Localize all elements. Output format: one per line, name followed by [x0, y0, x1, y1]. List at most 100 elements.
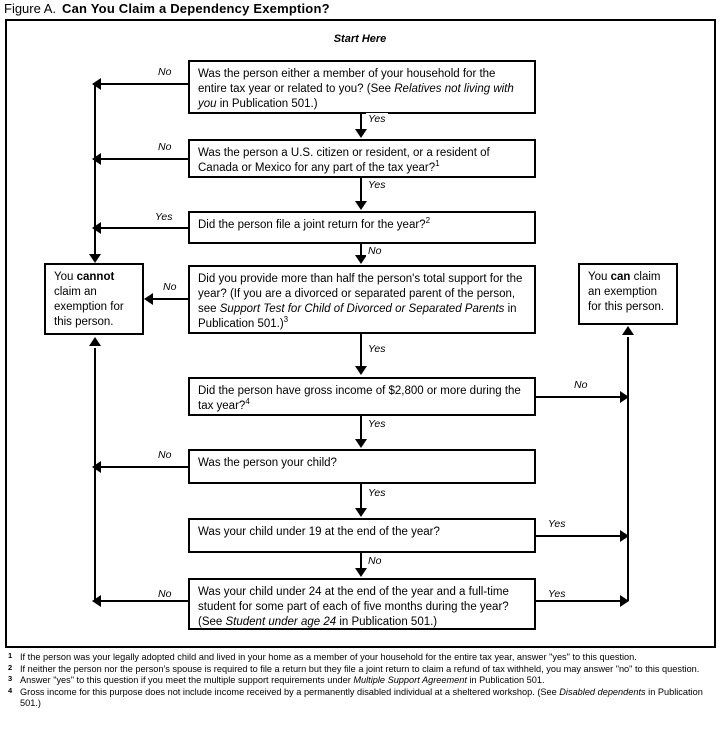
- footnote-2-text-part1: If neither the person nor the person's s…: [20, 663, 700, 674]
- edge-q6-yes-arrowhead: [355, 508, 367, 517]
- edge-q7-yes-line: [536, 535, 621, 537]
- figure-title-text: Can You Claim a Dependency Exemption?: [62, 1, 330, 16]
- decision-box-household-or-related[interactable]: Was the person either a member of your h…: [188, 60, 536, 114]
- q1-text-italic: Relatives not living with you: [198, 83, 514, 110]
- edge-label-q3-no: No: [366, 245, 384, 257]
- footnote-1-marker: 1: [8, 651, 13, 660]
- cannot-text-part1: You: [54, 271, 77, 283]
- edge-q1-no-line: [100, 83, 188, 85]
- figure-frame: [5, 19, 716, 648]
- footnote-4-text-part2: in Publication 501.): [20, 686, 703, 709]
- edge-label-q3-yes: Yes: [153, 211, 175, 223]
- edge-label-q1-yes: Yes: [366, 113, 388, 125]
- figure-title: Figure A.Can You Claim a Dependency Exem…: [4, 1, 330, 16]
- edge-q5-yes-arrowhead: [355, 439, 367, 448]
- decision-box-support-test[interactable]: Did you provide more than half the perso…: [188, 265, 536, 334]
- q7-text-part1: Was your child under 19 at the end of th…: [198, 526, 440, 538]
- q8-text-part1: Was your child under 24 at the end of th…: [198, 586, 509, 628]
- decision-box-child-under-24-student[interactable]: Was your child under 24 at the end of th…: [188, 578, 536, 630]
- left-trunk-upper: [94, 83, 96, 258]
- edge-q5-no-line: [536, 396, 621, 398]
- footnote-4: 4 Gross income for this purpose does not …: [4, 685, 718, 710]
- edge-q7-no-line: [360, 553, 362, 570]
- edge-label-q2-yes: Yes: [366, 179, 388, 191]
- right-trunk-arrow-into-can: [622, 326, 634, 335]
- left-trunk-lower: [94, 348, 96, 601]
- decision-box-person-your-child[interactable]: Was the person your child?: [188, 449, 536, 484]
- outcome-box-can-claim[interactable]: You can claim an exemption for this pers…: [578, 263, 678, 325]
- edge-label-q2-no: No: [156, 141, 174, 153]
- edge-label-q7-no: No: [366, 555, 384, 567]
- can-text-part2: claim an exemption for this person.: [588, 271, 665, 313]
- decision-box-child-under-19[interactable]: Was your child under 19 at the end of th…: [188, 518, 536, 553]
- q2-footnote-ref: 1: [435, 159, 440, 169]
- can-emphasis: can: [610, 271, 631, 283]
- edge-q2-yes-line: [360, 178, 362, 203]
- edge-q3-no-line: [360, 244, 362, 257]
- footnote-1-text-part1: If the person was your legally adopted c…: [20, 652, 637, 662]
- decision-box-joint-return[interactable]: Did the person file a joint return for t…: [188, 211, 536, 244]
- edge-q4-yes-arrowhead: [355, 366, 367, 375]
- edge-q8-yes-arrowhead: [620, 595, 629, 607]
- footnotes: 1 If the person was your legally adopted …: [4, 651, 718, 710]
- outcome-box-cannot-claim[interactable]: You cannot claim an exemption for this p…: [44, 263, 144, 335]
- right-trunk: [627, 337, 629, 601]
- cannot-emphasis: cannot: [76, 271, 115, 283]
- edge-label-q6-no: No: [156, 449, 174, 461]
- edge-label-q4-yes: Yes: [366, 343, 388, 355]
- edge-q3-yes-line: [100, 227, 188, 229]
- footnote-3-marker: 3: [8, 674, 13, 684]
- edge-label-q4-no: No: [161, 281, 179, 293]
- edge-q8-no-line: [100, 600, 188, 602]
- start-here-label: Start Here: [333, 33, 387, 45]
- left-trunk-arrow-into-cannot: [89, 254, 101, 263]
- q5-footnote-ref: 4: [245, 397, 250, 407]
- edge-label-q1-no: No: [156, 66, 174, 78]
- q8-text-italic: Student under age 24: [225, 616, 337, 628]
- edge-q2-no-line: [100, 158, 188, 160]
- edge-q8-yes-line: [536, 600, 621, 602]
- q1-text-part2: in Publication 501.): [216, 98, 318, 110]
- footnote-4-marker: 4: [8, 685, 13, 695]
- footnote-4-italic: Disabled dependents: [559, 686, 646, 697]
- edge-q1-yes-line: [360, 114, 362, 131]
- edge-q1-no-arrowhead: [92, 78, 101, 90]
- edge-label-q8-no: No: [156, 588, 174, 600]
- q4-text-italic: Support Test for Child of Divorced or Se…: [219, 303, 505, 315]
- edge-q2-no-arrowhead: [92, 153, 101, 165]
- footnote-3-text-part2: in Publication 501.: [466, 675, 545, 686]
- edge-label-q5-yes: Yes: [366, 418, 388, 430]
- footnote-4-text-part1: Gross income for this purpose does not i…: [20, 686, 560, 697]
- decision-box-citizen-or-resident[interactable]: Was the person a U.S. citizen or residen…: [188, 139, 536, 178]
- q4-text-part1: Did you provide more than half the perso…: [198, 273, 523, 315]
- left-trunk-lower-arrow-into-cannot: [89, 337, 101, 346]
- edge-q8-no-arrowhead: [92, 595, 101, 607]
- q3-text-part1: Did the person file a joint return for t…: [198, 219, 426, 231]
- edge-q1-yes-arrowhead: [355, 129, 367, 138]
- edge-q5-no-arrowhead: [620, 391, 629, 403]
- q6-text-part1: Was the person your child?: [198, 457, 337, 469]
- edge-q3-no-arrowhead: [355, 255, 367, 264]
- edge-label-q7-yes: Yes: [546, 518, 568, 530]
- decision-box-gross-income[interactable]: Did the person have gross income of $2,8…: [188, 377, 536, 416]
- edge-q5-yes-line: [360, 416, 362, 441]
- q5-text-part1: Did the person have gross income of $2,8…: [198, 385, 521, 412]
- edge-q4-no-arrowhead: [144, 293, 153, 305]
- edge-q2-yes-arrowhead: [355, 201, 367, 210]
- q4-text-part2: in Publication 501.): [198, 303, 517, 330]
- edge-label-q5-no: No: [572, 379, 590, 391]
- footnote-3-italic: Multiple Support Agreement: [353, 675, 467, 686]
- footnote-1: 1 If the person was your legally adopted …: [4, 651, 718, 664]
- footnote-2: 2 If neither the person nor the person's …: [4, 662, 718, 676]
- can-text-part1: You: [588, 271, 611, 283]
- edge-q3-yes-arrowhead: [92, 222, 101, 234]
- edge-q4-no-line: [152, 298, 188, 300]
- q2-text-part1: Was the person a U.S. citizen or residen…: [198, 147, 490, 174]
- edge-q6-no-line: [100, 466, 188, 468]
- footnote-2-marker: 2: [8, 662, 13, 672]
- edge-label-q6-yes: Yes: [366, 487, 388, 499]
- edge-q6-yes-line: [360, 484, 362, 510]
- edge-q7-yes-arrowhead: [620, 530, 629, 542]
- cannot-text-part2: claim an exemption for this person.: [54, 286, 124, 328]
